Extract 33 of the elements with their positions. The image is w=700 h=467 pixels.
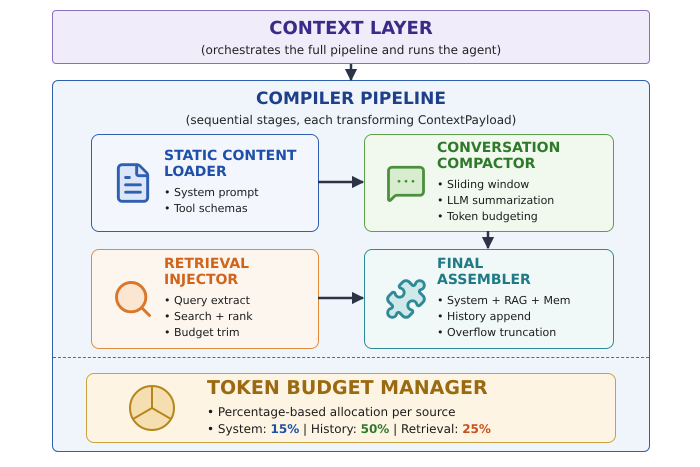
budget-manager-box xyxy=(86,373,616,443)
pipeline-subtitle: (sequential stages, each transforming ContextPayload) xyxy=(186,113,516,127)
stage-box xyxy=(91,134,319,232)
stage-box xyxy=(91,249,319,349)
stage-title: RETRIEVAL INJECTOR xyxy=(164,257,250,288)
stage-title: CONVERSATION COMPACTOR xyxy=(437,141,562,172)
stage-title: FINAL ASSEMBLER xyxy=(437,257,532,288)
bullet-item: • Budget trim xyxy=(164,324,241,341)
bullet-item: • System + RAG + Mem xyxy=(437,292,572,309)
pipeline-panel xyxy=(52,80,650,452)
bullet-item: • Search + rank xyxy=(164,308,254,325)
layer-box xyxy=(52,10,650,64)
arrow xyxy=(482,231,494,250)
bullet-item: • Overflow truncation xyxy=(437,324,558,341)
stage-title: STATIC CONTENT LOADER xyxy=(164,149,298,180)
layer-title: CONTEXT LAYER xyxy=(269,18,433,38)
pipeline-title: COMPILER PIPELINE xyxy=(256,89,446,109)
bullet-item: • System: 15% | History: 50% | Retrieval: 25% xyxy=(207,420,491,438)
bullet-item: • LLM summarization xyxy=(437,192,556,209)
bullet-item: • History append xyxy=(437,308,532,325)
arrow xyxy=(318,176,364,188)
bullet-item: • Tool schemas xyxy=(164,200,249,217)
bullet-item: • Percentage-based allocation per source xyxy=(207,404,456,421)
bullet-item: • Sliding window xyxy=(437,176,530,193)
arrow xyxy=(344,64,358,82)
stage-title: TOKEN BUDGET MANAGER xyxy=(207,378,489,399)
stage-box xyxy=(364,249,614,349)
bullet-item: • Query extract xyxy=(164,292,251,309)
arrow xyxy=(318,292,364,304)
bullet-item: • Token budgeting xyxy=(437,208,539,225)
layer-subtitle: (orchestrates the full pipeline and runs the agent) xyxy=(200,42,502,56)
stage-box xyxy=(364,134,614,232)
bullet-item: • System prompt xyxy=(164,184,260,201)
